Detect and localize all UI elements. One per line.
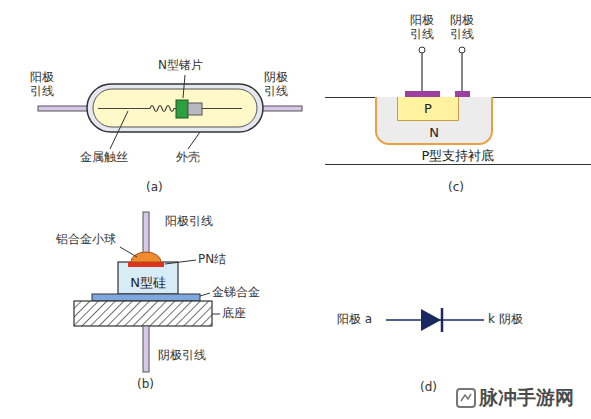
leader-line — [110, 111, 128, 149]
cathode-lead — [143, 326, 149, 372]
figure-label: (a) — [146, 180, 163, 195]
pn-junction — [128, 262, 164, 267]
region-label: P — [398, 101, 458, 116]
lead-label: 阳极引线 — [410, 13, 435, 42]
leader-line — [183, 75, 185, 98]
base — [74, 301, 212, 326]
anode-lead — [143, 212, 149, 254]
n-silicon: N型硅 — [118, 262, 178, 294]
diode-bar — [441, 308, 444, 332]
gold-antimony-layer — [92, 294, 200, 301]
terminal-label: k 阴极 — [488, 312, 523, 327]
diode-symbol — [386, 308, 484, 332]
leader-line — [120, 247, 137, 257]
part-label: 铝合金小球 — [56, 232, 116, 247]
part-label: 底座 — [222, 306, 246, 321]
shell-inner — [93, 89, 257, 127]
terminal-label: 阳极 a — [337, 312, 372, 327]
figure-label: (c) — [448, 180, 464, 195]
planar-diode — [405, 47, 470, 97]
region-label: N — [377, 125, 491, 140]
point-contact-diode — [38, 75, 302, 149]
watermark: 脉冲手游网 — [479, 386, 574, 408]
lead-label: 阴极引线 — [264, 70, 289, 99]
lead-label: 阳极引线 — [30, 70, 55, 99]
lead-terminal — [419, 47, 425, 53]
lead-label: 阴极引线 — [450, 13, 475, 42]
region-label: P型支持衬底 — [325, 148, 591, 163]
diode-triangle — [421, 309, 441, 331]
anode-lead — [421, 53, 422, 92]
part-label: 金锑合金 — [212, 285, 260, 300]
p-substrate: P型支持衬底 NP — [325, 97, 591, 165]
p-region: P — [397, 97, 459, 121]
part-label: 外壳 — [176, 150, 200, 165]
cathode-lead — [461, 53, 462, 92]
leader-line — [165, 260, 196, 264]
figure-label: (b) — [137, 377, 154, 392]
aluminium-ball — [131, 252, 161, 262]
contact-spring — [150, 106, 178, 112]
region-label: N型硅 — [118, 275, 178, 290]
figure-label: (d) — [420, 380, 437, 395]
watermark-icon — [457, 389, 475, 407]
part-label: N型锗片 — [158, 58, 203, 73]
contact-wire — [98, 108, 150, 109]
lead-label: 阴极引线 — [158, 348, 206, 363]
leader-line — [188, 132, 200, 149]
part-label: PN结 — [198, 252, 226, 267]
part-label: 金属触丝 — [80, 150, 128, 165]
n-region: NP — [375, 97, 493, 145]
inner-lead — [202, 108, 242, 109]
n-silicon-body — [118, 262, 178, 294]
germanium-chip — [176, 100, 188, 118]
outer-shell — [87, 84, 263, 132]
lead-terminal — [459, 47, 465, 53]
leader-line — [200, 293, 210, 296]
lead-label: 阳极引线 — [165, 214, 213, 229]
chip-holder — [188, 103, 202, 115]
leader-line — [212, 314, 220, 315]
